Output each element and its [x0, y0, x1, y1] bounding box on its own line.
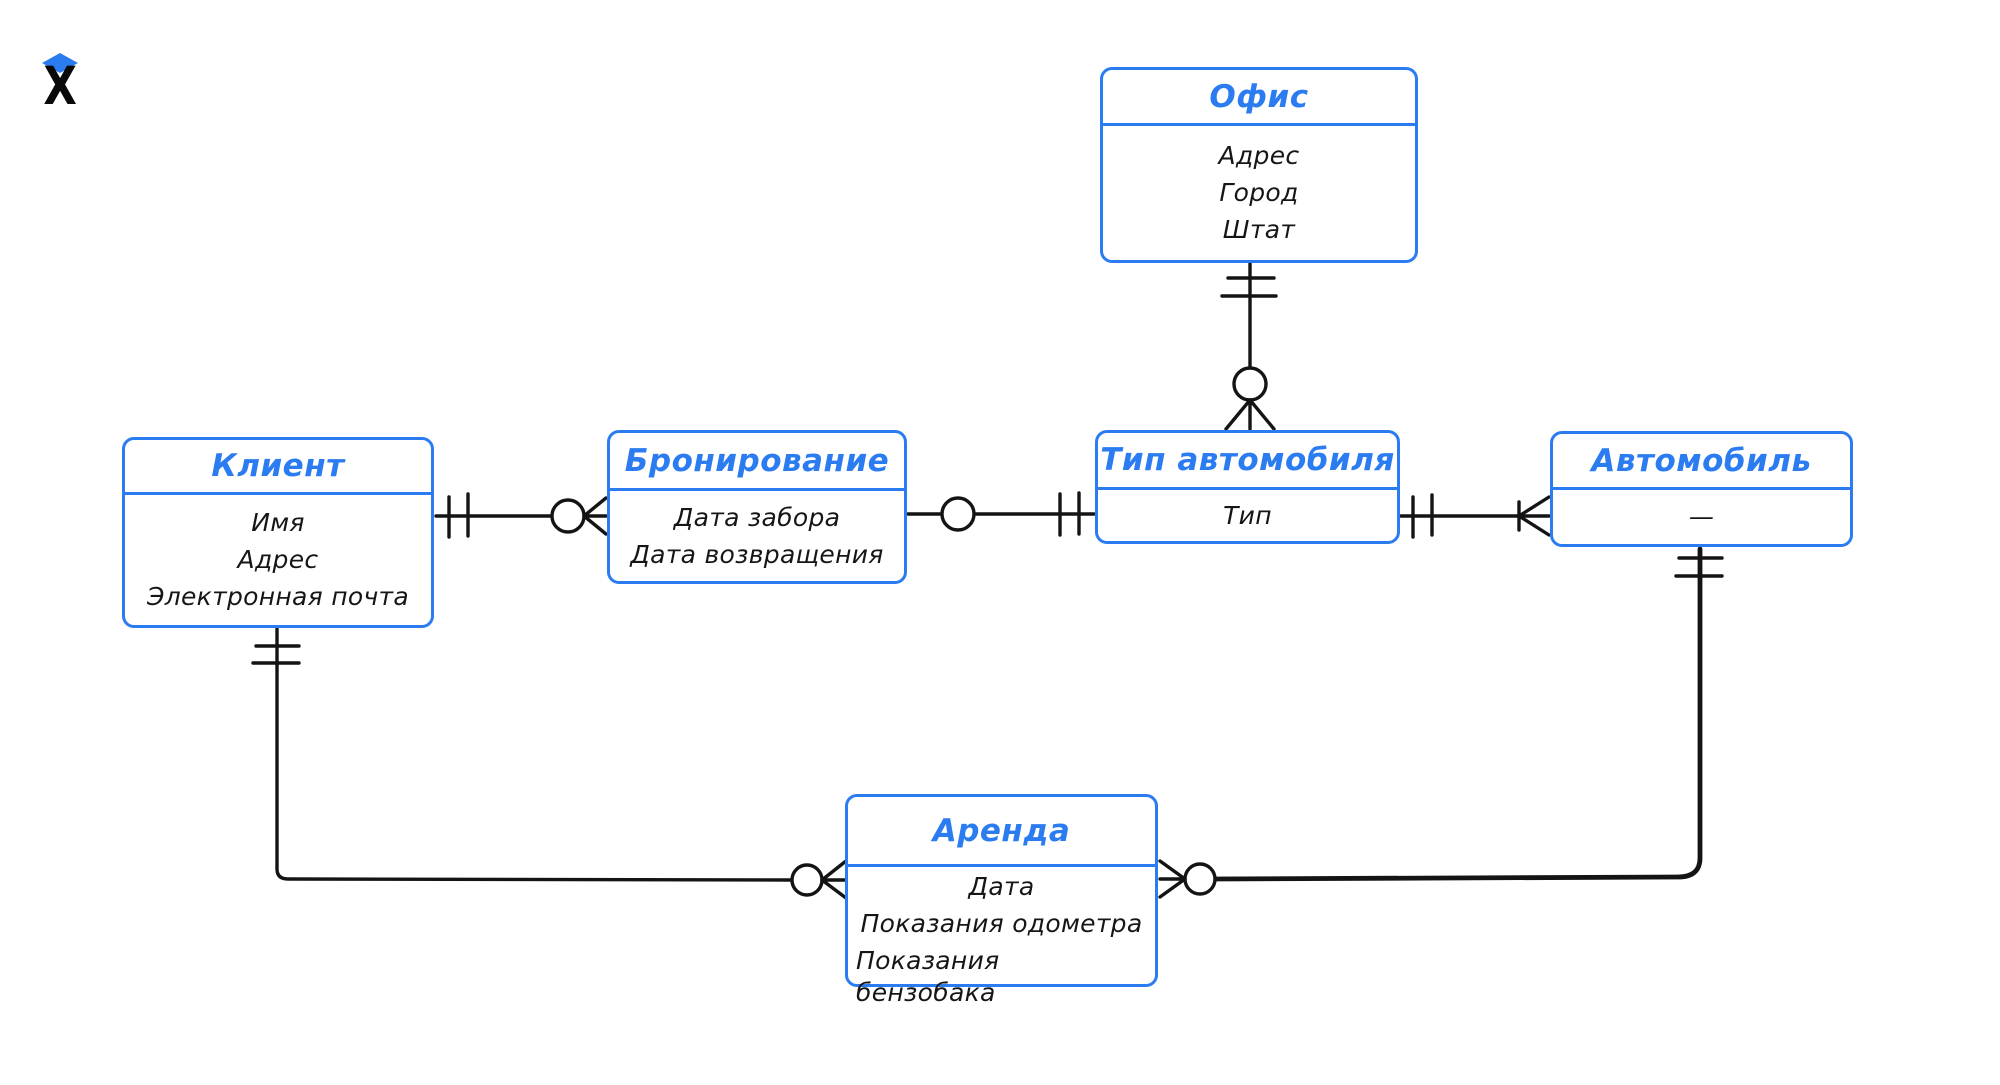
relationship-line [1212, 546, 1703, 882]
entity-car-title: Автомобиль [1553, 434, 1850, 490]
cardinality-zero-circle [1183, 862, 1217, 896]
cardinality-many-crowfoot [1517, 495, 1551, 537]
entity-car-attributes: — [1553, 490, 1850, 544]
cardinality-zero-circle [550, 498, 586, 534]
entity-office-attributes: Адрес Город Штат [1103, 126, 1415, 260]
attribute-row: Показания одометра [860, 909, 1143, 938]
attribute-row: — [1688, 502, 1715, 531]
relationship-line [275, 627, 793, 882]
cardinality-many-crowfoot [820, 859, 848, 900]
entity-rental-attributes: Дата Показания одометра Показания бензоб… [848, 867, 1155, 1013]
cardinality-many-crowfoot [582, 496, 608, 536]
app-logo[interactable]: X [40, 48, 80, 114]
cardinality-zero-circle [1232, 366, 1268, 402]
cardinality-zero-circle [790, 863, 824, 897]
connector-booking-cartype[interactable] [906, 491, 1096, 537]
entity-client-title: Клиент [125, 440, 431, 495]
attribute-row: Электронная почта [146, 582, 410, 611]
attribute-row: Дата забора [673, 502, 841, 532]
cardinality-many-crowfoot [1224, 398, 1276, 431]
entity-cartype-attributes: Тип [1098, 490, 1397, 541]
entity-rental[interactable]: Аренда Дата Показания одометра Показания… [845, 794, 1158, 1007]
entity-cartype[interactable]: Тип автомобиля Тип [1095, 430, 1400, 544]
logo-diamond-icon [42, 53, 78, 73]
entity-office[interactable]: Офис Адрес Город Штат [1100, 67, 1418, 263]
attribute-row: Штат [1222, 215, 1296, 244]
entity-rental-title: Аренда [848, 797, 1155, 867]
cardinality-many-crowfoot [1158, 859, 1187, 899]
attribute-row: Тип [1223, 500, 1272, 530]
attribute-row: Адрес [1218, 141, 1300, 170]
attribute-row: Адрес [237, 545, 319, 574]
attribute-row: Город [1219, 178, 1299, 207]
attribute-row: Показания бензобака [856, 946, 1000, 1007]
attribute-row: Имя [251, 508, 305, 537]
attribute-row: Дата [968, 872, 1035, 901]
attribute-row: Дата возвращения [630, 539, 884, 569]
cardinality-zero-circle [940, 496, 976, 532]
connector-client-rental[interactable] [251, 627, 848, 900]
entity-booking-attributes: Дата забора Дата возвращения [610, 491, 904, 581]
connector-car-rental[interactable] [1158, 546, 1724, 899]
connector-cartype-car[interactable] [1399, 493, 1551, 539]
entity-booking-title: Бронирование [610, 433, 904, 491]
connector-office-cartype[interactable] [1220, 261, 1278, 431]
logo-x-letter: X [43, 56, 77, 117]
entity-booking[interactable]: Бронирование Дата забора Дата возвращени… [607, 430, 907, 584]
entity-client-attributes: Имя Адрес Электронная почта [125, 495, 431, 625]
entity-office-title: Офис [1103, 70, 1415, 126]
entity-car[interactable]: Автомобиль — [1550, 431, 1853, 547]
connector-client-booking[interactable] [434, 492, 608, 539]
entity-cartype-title: Тип автомобиля [1098, 433, 1397, 490]
entity-client[interactable]: Клиент Имя Адрес Электронная почта [122, 437, 434, 628]
